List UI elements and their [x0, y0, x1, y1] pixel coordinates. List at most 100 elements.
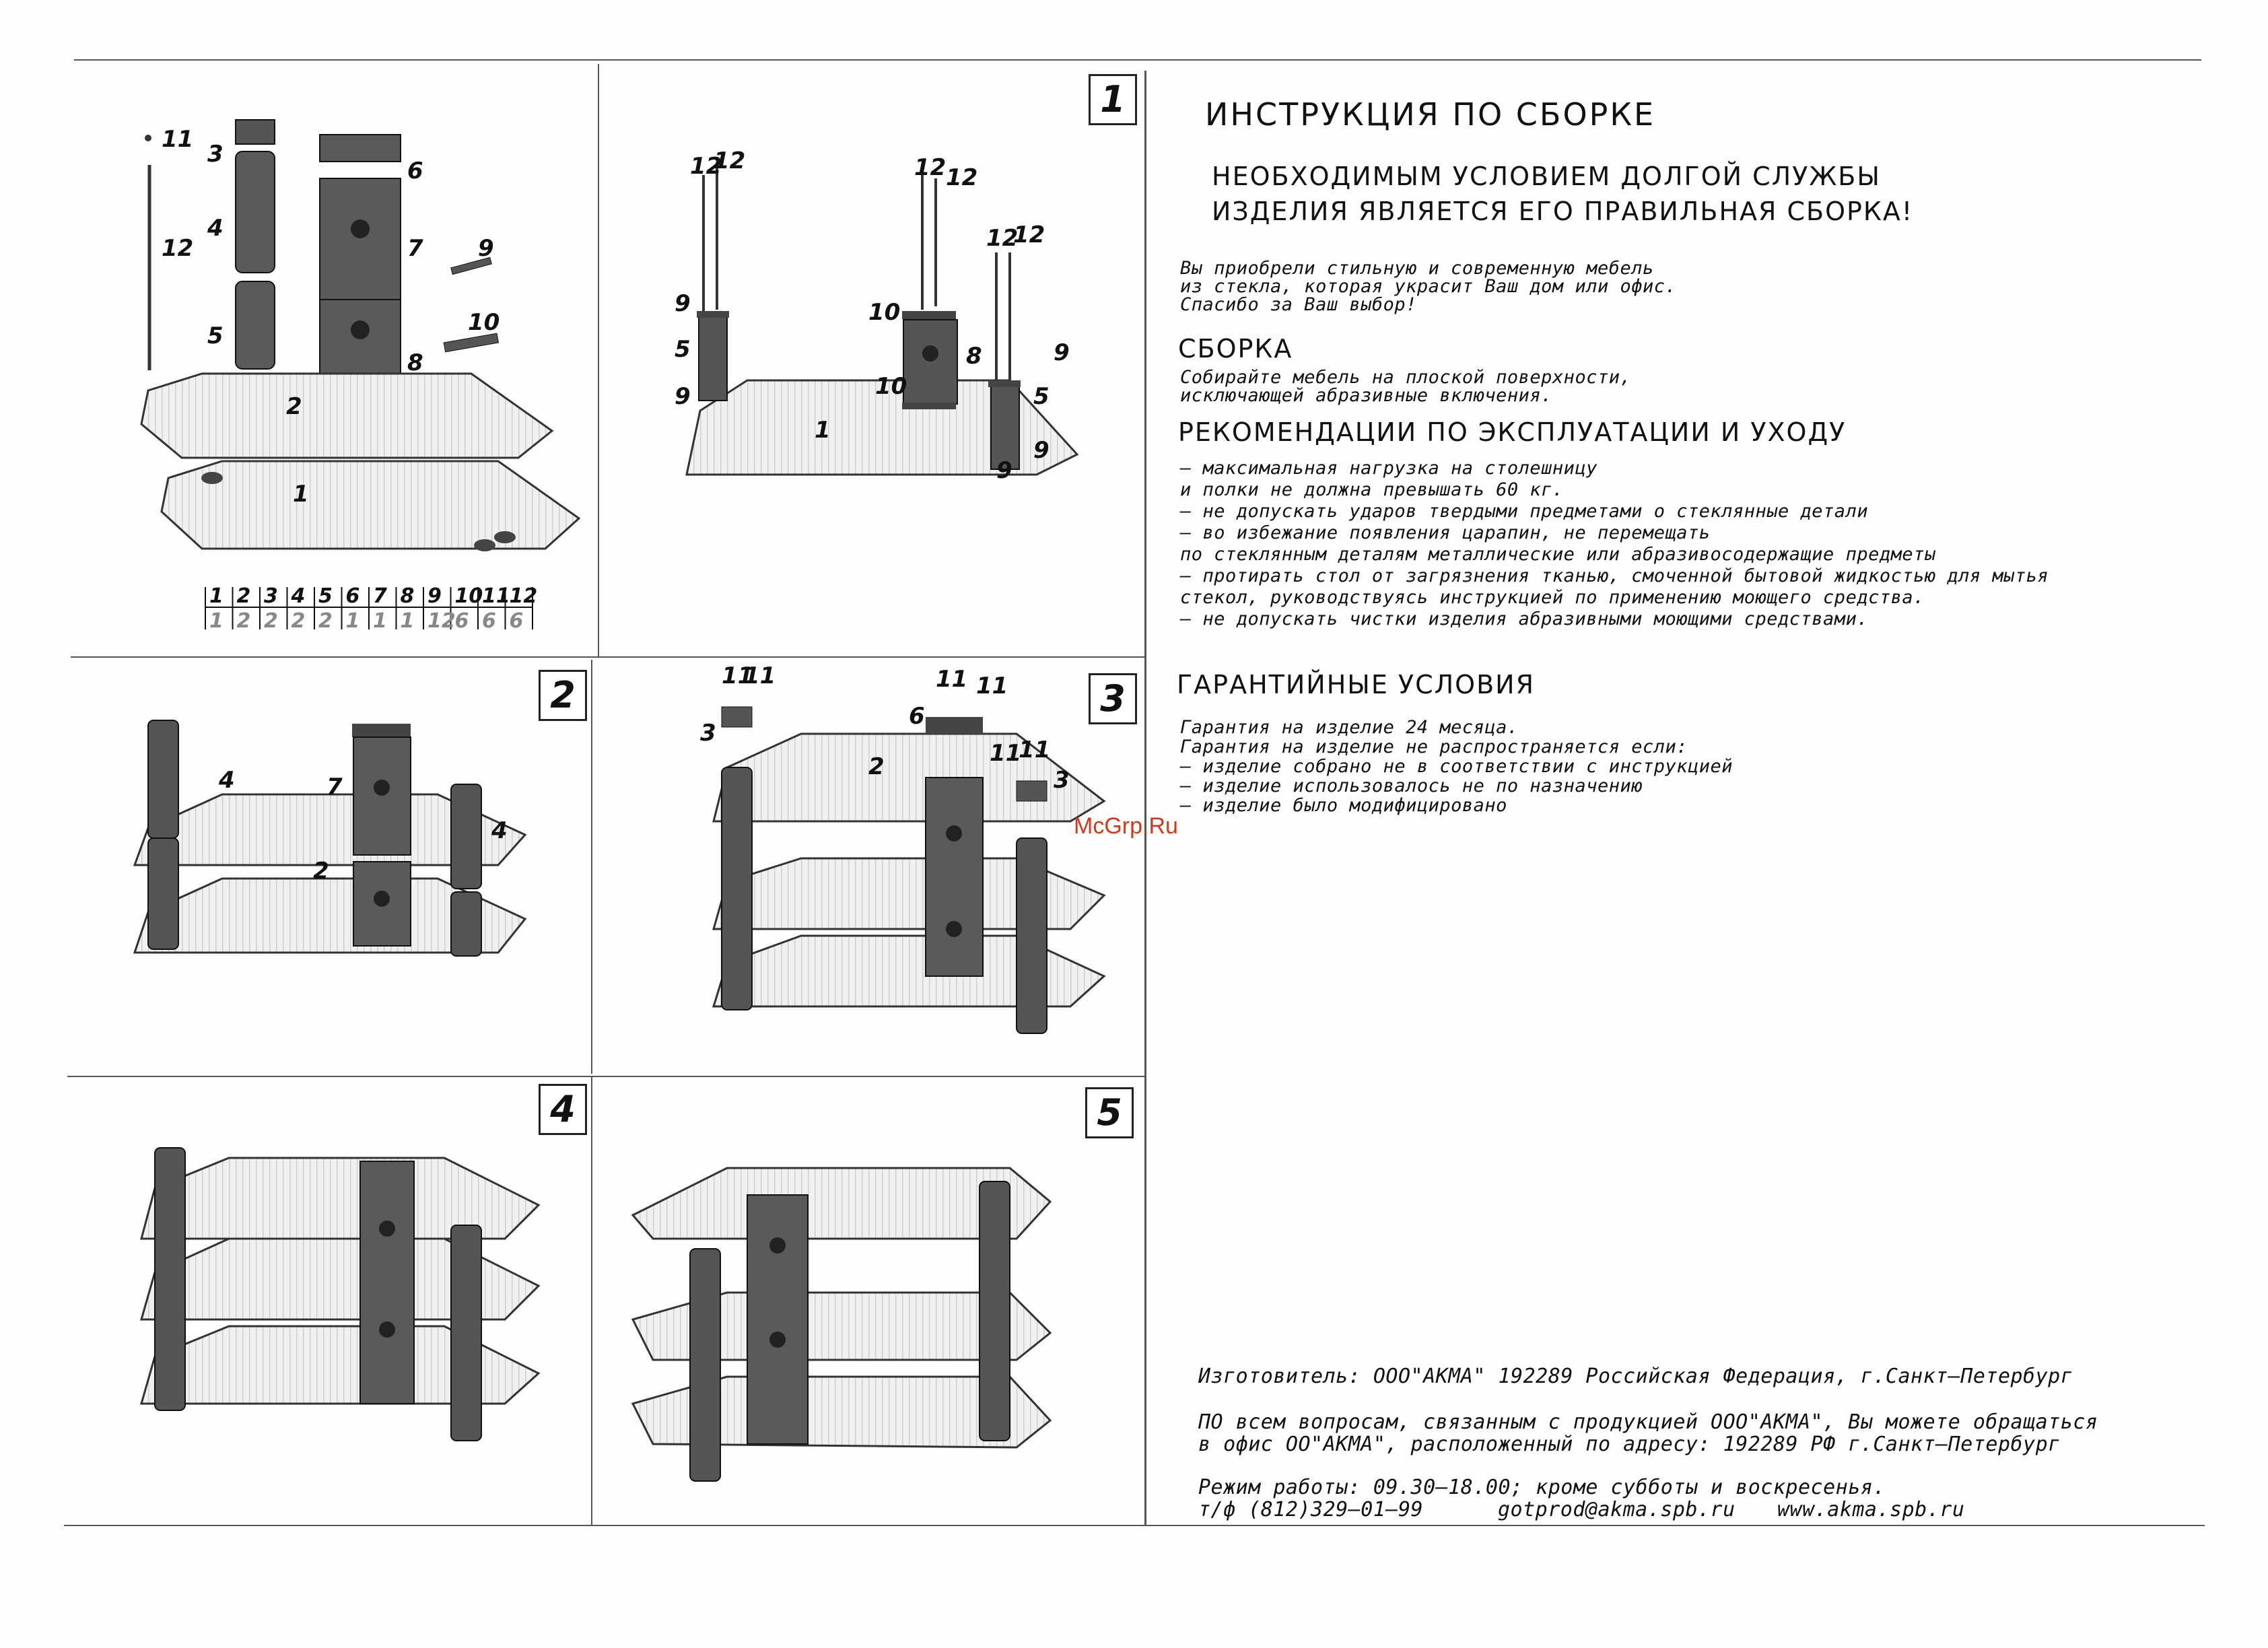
part-7 — [319, 178, 401, 304]
warranty-line: – изделие собрано не в соответствии с ин… — [1180, 756, 1733, 777]
cell-divider-mid — [591, 660, 592, 1074]
foot-icon — [494, 531, 516, 543]
label-part-6: 6 — [909, 703, 925, 730]
glass-shelf-2 — [140, 1157, 541, 1240]
label-part-9: 9 — [1033, 437, 1050, 464]
assembly-line-1: Собирайте мебель на плоской поверхности, — [1180, 367, 1632, 388]
row-divider-2 — [67, 1076, 1144, 1077]
warranty-heading: ГАРАНТИЙНЫЕ УСЛОВИЯ — [1177, 670, 1535, 699]
step-3-drawing: 11 11 11 11 3 6 2 11 11 3 — [700, 666, 1106, 1034]
label-part-4: 4 — [207, 215, 224, 242]
contact-line-1: ПО всем вопросам, связанным с продукцией… — [1198, 1410, 2098, 1434]
part-8 — [903, 319, 958, 405]
part-6 — [926, 717, 983, 734]
label-part-11: 11 — [722, 666, 753, 689]
part-8-hole — [374, 891, 390, 907]
part-5 — [235, 281, 275, 370]
part-10 — [902, 403, 956, 409]
sheet-border-top — [74, 59, 2201, 61]
glass-shelf-middle — [712, 857, 1106, 930]
part-5 — [698, 316, 728, 401]
warranty-line: – изделие использовалось не по назначени… — [1180, 776, 1643, 796]
pillar-left — [721, 767, 753, 1010]
foot-icon — [474, 539, 495, 551]
table-part-number: 2 — [237, 584, 251, 608]
intro-line-1: Вы приобрели стильную и современную мебе… — [1180, 258, 1654, 279]
label-part-10: 10 — [868, 299, 900, 326]
table-part-number: 7 — [373, 584, 387, 608]
step-number-5: 5 — [1085, 1087, 1134, 1138]
center-panel-hole — [379, 1221, 395, 1237]
pillar-right — [979, 1181, 1010, 1441]
care-line: – во избежание появления царапин, не пер… — [1180, 522, 1711, 543]
table-part-number: 11 — [482, 584, 510, 608]
part-9 — [988, 380, 1021, 387]
label-part-2: 2 — [868, 753, 885, 780]
phone: т/ф (812)329–01–99 — [1198, 1498, 1424, 1521]
care-line: – протирать стол от загрязнения тканью, … — [1180, 565, 2049, 586]
center-panel-hole — [946, 921, 962, 937]
label-part-6: 6 — [407, 158, 423, 184]
label-part-11: 11 — [1019, 736, 1050, 763]
instruction-title: ИНСТРУКЦИЯ ПО СБОРКЕ — [1205, 96, 1656, 133]
part-5 — [147, 837, 179, 950]
table-part-quantity: 1 — [346, 609, 360, 633]
email-link[interactable]: gotprod@akma.spb.ru — [1498, 1498, 1736, 1521]
label-part-2: 2 — [286, 393, 302, 420]
label-part-1: 1 — [815, 417, 831, 444]
part-8-hole — [922, 345, 938, 362]
website-link[interactable]: www.akma.spb.ru — [1777, 1498, 1965, 1521]
part-7 — [353, 736, 411, 856]
center-panel-hole — [946, 825, 962, 842]
step-5-panel — [626, 1138, 1084, 1501]
table-part-quantity: 6 — [482, 609, 496, 633]
label-part-5: 5 — [207, 322, 224, 349]
pillar-right — [1016, 837, 1047, 1034]
part-11-cap — [145, 135, 151, 141]
label-part-4: 4 — [491, 817, 508, 844]
label-part-9: 9 — [478, 235, 494, 262]
label-part-9: 9 — [675, 290, 691, 317]
center-panel-hole — [769, 1332, 786, 1348]
part-7-hole — [351, 219, 370, 238]
contact-line-2: в офис ОО"АКМА", расположенный по адресу… — [1198, 1433, 2061, 1456]
part-6 — [352, 724, 411, 737]
label-part-10: 10 — [875, 373, 907, 400]
pillar-left — [689, 1248, 721, 1482]
row-divider-1 — [71, 656, 1144, 658]
label-part-3: 3 — [207, 141, 224, 168]
column-divider — [1144, 71, 1146, 1525]
center-panel-hole — [379, 1321, 395, 1338]
label-part-9: 9 — [675, 383, 691, 410]
table-part-quantity: 2 — [237, 609, 251, 633]
glass-shelf-lower — [133, 877, 527, 954]
label-part-8: 8 — [407, 349, 423, 376]
label-part-7: 7 — [327, 774, 343, 800]
part-4 — [147, 720, 179, 839]
watermark: McGrp.Ru — [1074, 813, 1178, 839]
label-part-12: 12 — [914, 154, 946, 181]
table-part-quantity: 6 — [455, 609, 469, 633]
pillar-left — [154, 1147, 186, 1411]
care-line: – не допускать чистки изделия абразивным… — [1180, 609, 1869, 629]
glass-shelf-2 — [140, 372, 554, 459]
table-part-number: 10 — [455, 584, 483, 608]
center-panel-hole — [769, 1237, 786, 1254]
pillar-right — [450, 1225, 482, 1441]
label-part-5: 5 — [1033, 383, 1050, 410]
part-3 — [1016, 780, 1047, 802]
care-line: и полки не должна превышать 60 кг. — [1180, 479, 1564, 500]
glass-shelf-middle — [631, 1291, 1052, 1361]
care-line: по стеклянным деталям металлические или … — [1180, 544, 1936, 565]
intro-line-3: Спасибо за Ваш выбор! — [1180, 294, 1417, 315]
warranty-line: – изделие было модифицировано — [1180, 795, 1507, 816]
label-part-8: 8 — [966, 343, 982, 370]
table-part-quantity: 12 — [427, 609, 456, 633]
center-panel — [359, 1161, 415, 1404]
part-8-hole — [351, 320, 370, 339]
part-5 — [450, 891, 482, 957]
step-number-3: 3 — [1089, 673, 1137, 724]
table-part-quantity: 1 — [209, 609, 224, 633]
